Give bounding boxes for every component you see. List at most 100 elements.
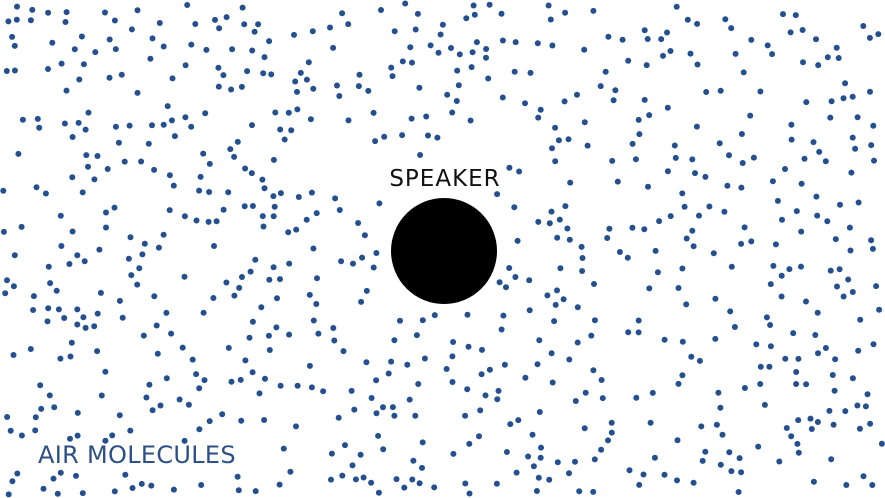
air-molecule-dot-icon [11,42,18,49]
air-molecule-dot-icon [813,36,819,43]
air-molecule-dot-icon [787,29,794,36]
air-molecule-dot-icon [538,444,544,451]
air-molecule-dot-icon [788,121,795,128]
air-molecule-dot-icon [591,281,597,287]
air-molecule-dot-icon [590,7,597,14]
air-molecule-dot-icon [92,49,99,56]
air-molecule-dot-icon [266,276,273,283]
air-molecule-dot-icon [728,468,735,475]
air-molecule-dot-icon [692,170,698,177]
air-molecule-dot-icon [111,17,118,24]
air-molecule-dot-icon [18,223,25,230]
air-molecule-dot-icon [200,150,207,157]
air-molecule-dot-icon [249,203,256,209]
air-molecule-dot-icon [629,224,636,231]
air-molecule-dot-icon [171,133,178,140]
air-molecule-dot-icon [125,255,132,262]
air-molecule-dot-icon [741,385,748,391]
air-molecule-dot-icon [522,100,528,107]
air-molecule-dot-icon [182,62,189,69]
air-molecule-dot-icon [96,246,103,253]
air-molecule-dot-icon [852,145,859,152]
air-molecule-dot-icon [548,350,555,357]
air-molecule-dot-icon [443,366,450,372]
air-molecule-dot-icon [74,409,81,416]
air-molecule-dot-icon [248,170,255,177]
air-molecule-dot-icon [55,306,62,313]
air-molecule-dot-icon [145,140,152,147]
air-molecule-dot-icon [270,264,277,271]
air-molecule-dot-icon [286,260,293,267]
air-molecule-dot-icon [265,332,272,339]
air-molecule-dot-icon [549,379,556,386]
air-molecule-dot-icon [266,38,273,45]
air-molecule-dot-icon [98,392,105,399]
air-molecule-dot-icon [61,315,68,321]
air-molecule-dot-icon [690,479,697,486]
air-molecule-dot-icon [303,76,310,83]
air-molecule-dot-icon [73,472,79,479]
air-molecule-dot-icon [193,217,200,224]
air-molecule-dot-icon [414,10,421,17]
air-molecule-dot-icon [719,431,726,438]
air-molecule-dot-icon [286,331,293,338]
air-molecule-dot-icon [717,87,724,94]
air-molecule-dot-icon [767,322,774,328]
air-molecule-dot-icon [393,476,400,483]
air-molecule-dot-icon [309,28,316,35]
air-molecule-dot-icon [310,317,317,324]
air-molecule-dot-icon [614,178,621,185]
air-molecule-dot-icon [188,41,195,48]
air-molecule-dot-icon [197,173,204,180]
air-molecule-dot-icon [339,472,346,479]
air-molecule-dot-icon [624,254,631,261]
air-molecule-dot-icon [722,16,729,23]
air-molecule-dot-icon [522,374,529,381]
air-molecule-dot-icon [206,189,213,195]
air-molecule-dot-icon [456,51,463,58]
air-molecule-dot-icon [410,457,417,464]
air-molecule-dot-icon [334,82,340,89]
air-molecule-dot-icon [231,153,238,160]
air-molecule-dot-icon [266,347,273,353]
air-molecule-dot-icon [236,284,243,291]
air-molecule-dot-icon [822,158,829,165]
air-molecule-dot-icon [702,173,709,180]
air-molecule-dot-icon [483,46,490,52]
air-molecule-dot-icon [196,426,203,433]
air-molecule-dot-icon [498,326,505,333]
air-molecule-dot-icon [738,469,745,476]
air-molecule-dot-icon [241,203,248,210]
air-molecule-dot-icon [576,488,583,495]
air-molecule-dot-icon [552,301,559,308]
air-molecule-dot-icon [453,98,460,104]
air-molecule-dot-icon [13,16,20,23]
air-molecule-dot-icon [466,490,473,497]
air-molecule-dot-icon [694,61,701,68]
air-molecule-dot-icon [106,74,113,81]
air-molecule-dot-icon [287,468,294,475]
air-molecule-dot-icon [192,21,199,27]
air-molecule-dot-icon [835,55,842,61]
air-molecule-dot-icon [712,335,719,342]
air-molecule-dot-icon [249,122,255,129]
air-molecule-dot-icon [766,363,773,370]
air-molecule-dot-icon [151,166,158,173]
air-molecule-dot-icon [360,474,367,481]
air-molecule-dot-icon [30,307,37,313]
air-molecule-dot-icon [753,341,760,348]
air-molecule-dot-icon [470,2,477,9]
air-molecule-dot-icon [370,109,377,116]
air-molecule-dot-icon [562,9,569,16]
air-molecule-dot-icon [527,69,534,76]
air-molecule-dot-icon [419,464,425,471]
air-molecule-dot-icon [537,454,544,461]
air-molecule-dot-icon [40,485,47,492]
air-molecule-dot-icon [330,44,337,51]
air-molecule-dot-icon [706,203,713,210]
air-molecule-dot-icon [342,442,348,449]
air-molecule-dot-icon [36,124,43,131]
air-molecule-dot-icon [277,276,283,283]
air-molecule-dot-icon [560,296,567,303]
